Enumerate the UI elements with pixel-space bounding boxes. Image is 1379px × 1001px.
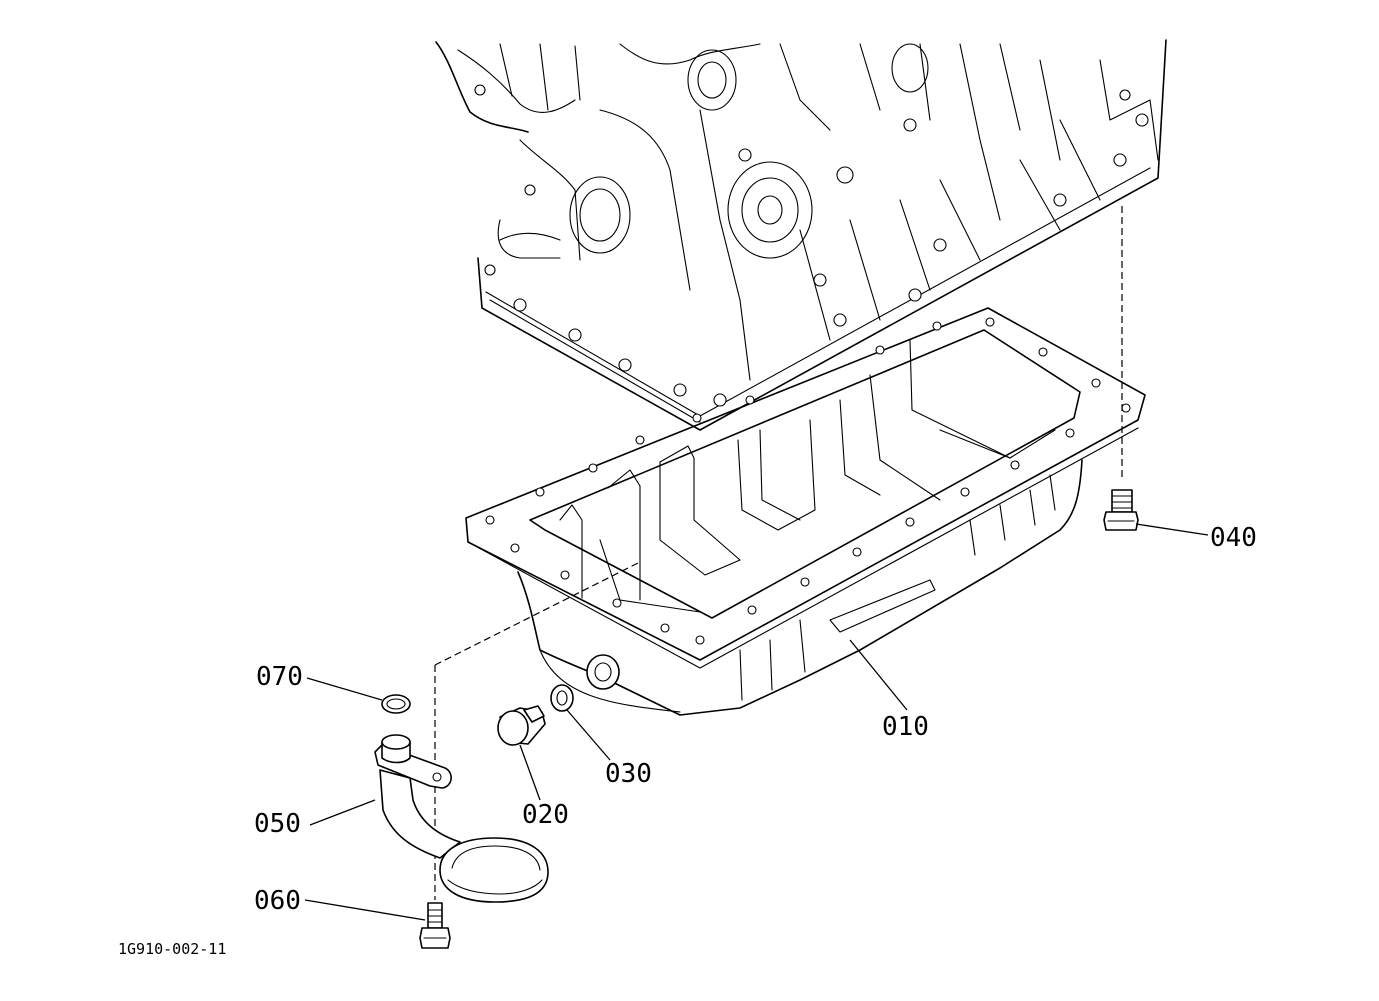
leader-050 [309, 799, 376, 826]
assembly-lines [434, 206, 1123, 900]
callout-040: 040 [1210, 523, 1257, 553]
leader-060 [304, 899, 426, 921]
callout-020: 020 [522, 800, 569, 830]
leader-040 [1135, 523, 1209, 536]
leader-010 [849, 639, 908, 711]
callout-050: 050 [254, 809, 301, 839]
leader-070 [306, 677, 383, 701]
callout-070: 070 [256, 662, 303, 692]
leader-020 [519, 744, 541, 801]
part-020-drain-plug [497, 705, 546, 746]
part-040-bolt [1103, 489, 1139, 531]
callout-labels: 010 020 030 040 050 060 070 [254, 523, 1257, 916]
document-id: 1G910-002-11 [118, 940, 226, 958]
leader-lines [304, 523, 1209, 921]
callout-060: 060 [254, 886, 301, 916]
part-060-bolt [419, 902, 451, 949]
part-030-gasket [550, 684, 574, 712]
leader-030 [566, 709, 611, 761]
part-050-oil-strainer [374, 734, 549, 903]
engine-block [435, 39, 1167, 431]
callout-030: 030 [605, 759, 652, 789]
part-070-o-ring [381, 694, 411, 714]
callout-010: 010 [882, 712, 929, 742]
oil-pan [465, 307, 1146, 716]
